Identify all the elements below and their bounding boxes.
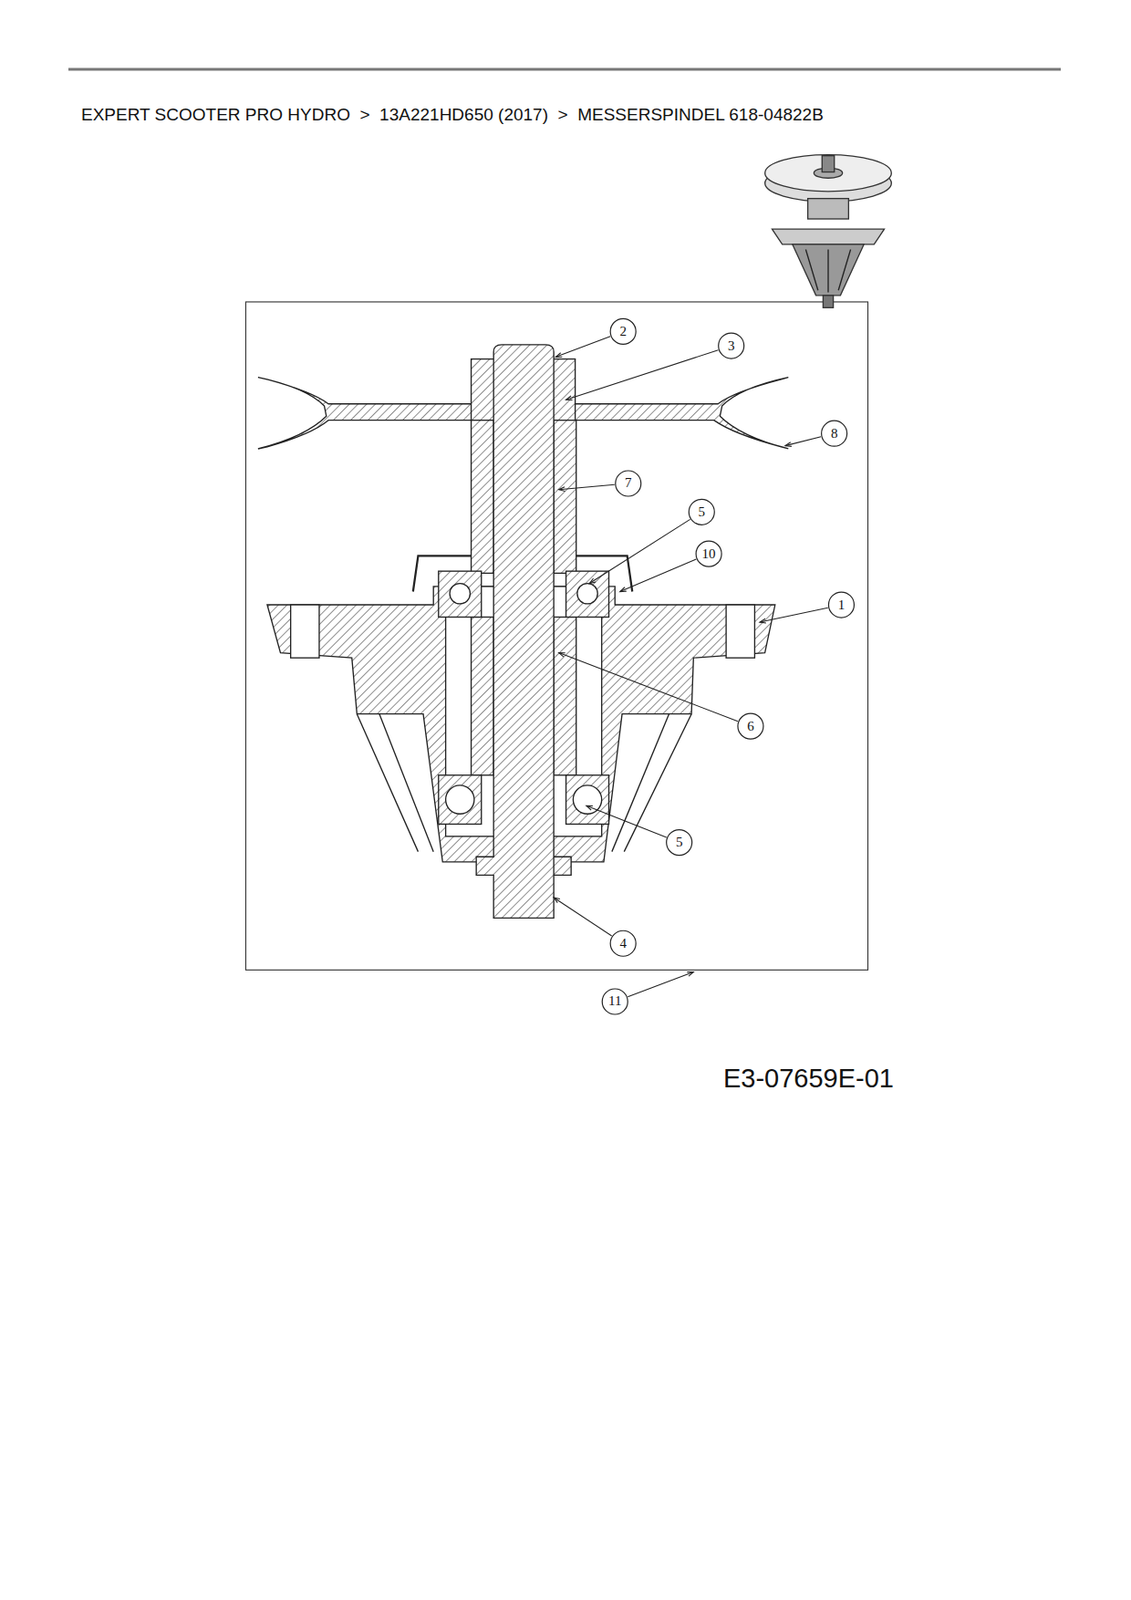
leader-arrow (785, 442, 792, 447)
leader-line (559, 653, 738, 722)
callout-leader (601, 972, 694, 1015)
callout-number: 3 (727, 339, 736, 353)
leader-arrow (589, 578, 596, 584)
leader-line (785, 436, 821, 447)
callout-leader (553, 897, 636, 956)
leader-arrow (566, 395, 573, 401)
callout-number: 7 (624, 476, 633, 490)
callout-circle (601, 988, 628, 1015)
leader-line (586, 805, 667, 838)
spindle-thumbnail (765, 155, 893, 309)
leader-arrow (686, 972, 694, 977)
callout-number: 11 (608, 994, 622, 1008)
callout-leader (785, 420, 848, 447)
section-drawing (245, 301, 868, 970)
callout-leader (566, 332, 745, 400)
page-title: EXPERT SCOOTER PRO HYDRO > 13A221HD650 (… (81, 105, 824, 124)
callout-leader (586, 805, 693, 855)
leader-arrow (759, 618, 767, 623)
callout-leader (620, 540, 722, 592)
leader-arrow (559, 653, 566, 658)
leader-line (589, 518, 690, 583)
leader-arrow (586, 805, 593, 810)
leader-arrow (555, 352, 562, 358)
callout-circle (821, 420, 848, 447)
callout-number: 2 (619, 324, 627, 339)
callout-number: 10 (702, 547, 716, 561)
callout-number: 4 (619, 936, 627, 951)
header-rule (68, 68, 1061, 72)
callout-number: 5 (698, 505, 706, 519)
callout-leader (559, 470, 642, 497)
callout-number: 1 (838, 598, 846, 613)
leader-line (566, 350, 719, 401)
leader-arrow (620, 587, 627, 592)
leader-arrow (553, 897, 561, 903)
callout-number: 8 (830, 426, 839, 441)
drawing-number: E3-07659E-01 (723, 1065, 894, 1092)
callout-leader (759, 591, 854, 623)
leader-line (553, 897, 613, 936)
leader-line (555, 336, 611, 358)
callout-circle (828, 591, 854, 618)
callout-leader (589, 498, 715, 583)
leader-arrow (559, 487, 566, 492)
callout-leader (559, 653, 764, 740)
callout-number: 5 (675, 835, 684, 850)
leader-line (620, 559, 696, 592)
callout-circle (610, 318, 636, 344)
callout-circle (737, 713, 764, 739)
leader-line (759, 607, 829, 623)
callout-circle (666, 830, 693, 856)
leader-line (559, 484, 615, 489)
callout-circle (695, 540, 722, 567)
callout-number: 6 (747, 719, 755, 734)
callout-circle (718, 332, 745, 359)
callout-circle (610, 930, 636, 956)
leader-line (627, 972, 694, 997)
callout-circle (688, 498, 715, 525)
callout-circle (615, 470, 642, 497)
callout-leader (555, 318, 636, 357)
